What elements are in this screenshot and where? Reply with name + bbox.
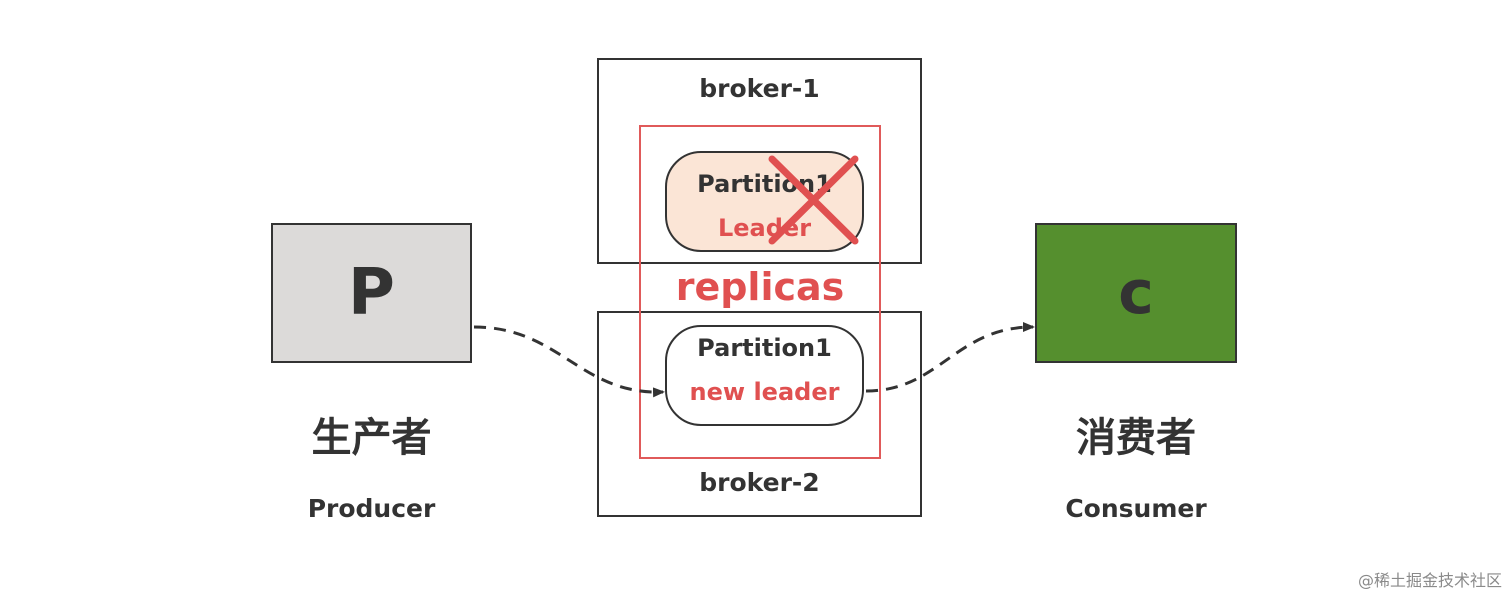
partition-new-leader-pill	[665, 325, 864, 426]
broker-2-label: broker-2	[699, 468, 820, 497]
consumer-en-label: Consumer	[1065, 494, 1207, 523]
consumer-letter: c	[1118, 258, 1154, 328]
replicas-label: replicas	[675, 265, 845, 309]
producer-cn-label: 生产者	[311, 415, 432, 461]
replicas-outline	[639, 125, 881, 459]
producer-box: P	[271, 223, 472, 363]
producer-letter: P	[348, 256, 395, 330]
watermark-text: @稀土掘金技术社区	[1357, 571, 1502, 590]
consumer-cn-label: 消费者	[1076, 415, 1196, 461]
producer-en-label: Producer	[307, 494, 436, 523]
consumer-box: c	[1035, 223, 1237, 363]
broker-1-label: broker-1	[699, 74, 820, 103]
partition-new-leader-name: Partition1	[697, 334, 832, 362]
partition-new-leader-role: new leader	[689, 378, 840, 406]
partition-leader-role: Leader	[717, 214, 812, 242]
partition-leader-name: Partition1	[697, 170, 832, 198]
